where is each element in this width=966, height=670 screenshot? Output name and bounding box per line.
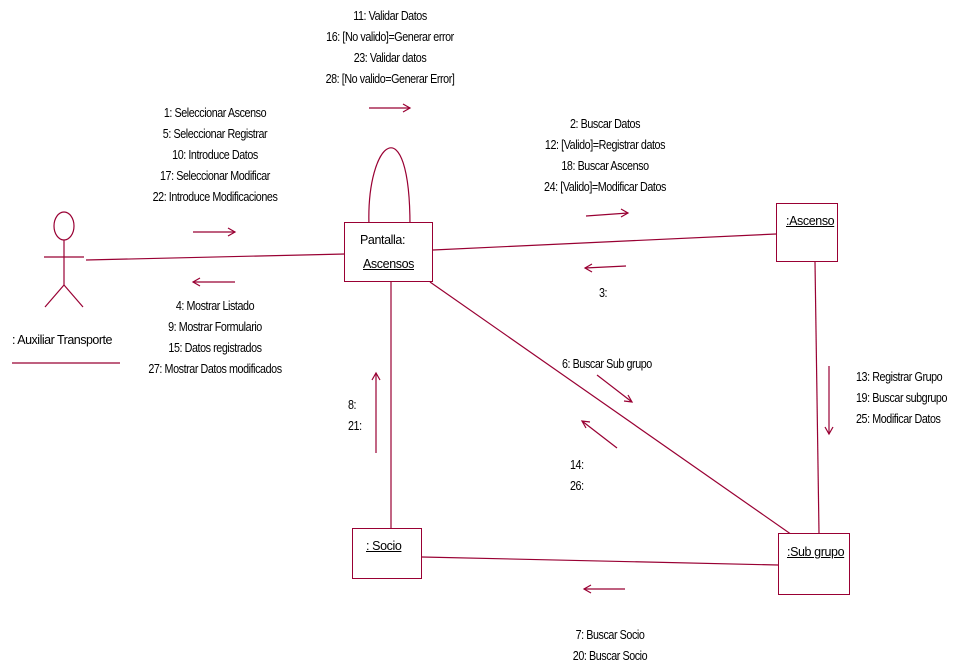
- msg-line: 22: Introduce Modificaciones: [152, 190, 278, 204]
- arrow-subgrupo-to-pantalla: [580, 420, 618, 449]
- msg-line: 26:: [570, 479, 584, 493]
- msg-pantalla-to-subgrupo: 6: Buscar Sub grupo: [562, 354, 652, 375]
- object-pantalla-label-2: Ascensos: [363, 257, 414, 271]
- msg-line: 25: Modificar Datos: [856, 412, 941, 426]
- arrow-pantalla-to-subgrupo: [596, 374, 634, 403]
- msg-line: 1: Seleccionar Ascenso: [163, 106, 267, 120]
- msg-subgrupo-to-socio: 7: Buscar Socio 20: Buscar Socio: [550, 625, 670, 667]
- msg-ascenso-to-subgrupo: 13: Registrar Grupo 19: Buscar subgrupo …: [856, 367, 947, 430]
- object-socio-label: : Socio: [366, 539, 402, 553]
- msg-line: 24: [Valido]=Modificar Datos: [544, 180, 666, 194]
- msg-line: 12: [Valido]=Registrar datos: [544, 138, 666, 152]
- msg-line: 3:: [599, 286, 608, 300]
- msg-actor-to-pantalla: 1: Seleccionar Ascenso 5: Seleccionar Re…: [142, 103, 288, 208]
- msg-ascenso-to-pantalla: 3:: [599, 283, 608, 304]
- object-ascenso: :Ascenso: [776, 203, 838, 262]
- msg-line: 5: Seleccionar Registrar: [162, 127, 268, 141]
- msg-line: 13: Registrar Grupo: [856, 370, 943, 384]
- msg-line: 27: Mostrar Datos modificados: [148, 362, 282, 376]
- msg-line: 19: Buscar subgrupo: [856, 391, 948, 405]
- msg-line: 21:: [348, 419, 362, 433]
- msg-line: 18: Buscar Ascenso: [561, 159, 649, 173]
- arrow-socio-to-pantalla: [371, 371, 381, 453]
- object-subgrupo: :Sub grupo: [778, 533, 850, 595]
- msg-line: 16: [No valido]=Generar error: [326, 30, 454, 44]
- link-ascenso-subgrupo: [814, 261, 820, 534]
- arrow-pantalla-to-actor: [191, 277, 235, 287]
- msg-line: 2: Buscar Datos: [569, 117, 641, 131]
- link-pantalla-subgrupo: [429, 281, 796, 538]
- link-pantalla-ascenso: [432, 233, 777, 251]
- object-pantalla-ascensos: Pantalla: Ascensos: [344, 222, 433, 282]
- object-subgrupo-label: :Sub grupo: [787, 545, 845, 559]
- link-socio-subgrupo: [421, 556, 779, 566]
- msg-self-loop: 11: Validar Datos 16: [No valido]=Genera…: [304, 6, 476, 90]
- msg-line: 14:: [570, 458, 584, 472]
- msg-line: 8:: [348, 398, 357, 412]
- object-pantalla-label-1: Pantalla:: [360, 233, 406, 247]
- msg-line: 6: Buscar Sub grupo: [562, 357, 652, 371]
- msg-subgrupo-to-pantalla: 14: 26:: [570, 455, 584, 497]
- msg-socio-to-pantalla: 8: 21:: [348, 395, 362, 437]
- msg-pantalla-to-ascenso: 2: Buscar Datos 12: [Valido]=Registrar d…: [532, 114, 678, 198]
- msg-line: 10: Introduce Datos: [172, 148, 258, 162]
- object-ascenso-label: :Ascenso: [786, 214, 835, 228]
- msg-line: 15: Datos registrados: [168, 341, 262, 355]
- actor-figure: [12, 211, 120, 364]
- object-socio: : Socio: [352, 528, 422, 579]
- arrow-pantalla-to-ascenso: [585, 208, 630, 218]
- msg-line: 20: Buscar Socio: [572, 649, 648, 663]
- msg-line: 11: Validar Datos: [353, 9, 427, 23]
- msg-line: 9: Mostrar Formulario: [168, 320, 262, 334]
- msg-line: 7: Buscar Socio: [575, 628, 645, 642]
- self-loop-pantalla: [368, 147, 411, 227]
- arrow-self-loop: [369, 103, 412, 113]
- msg-line: 28: [No valido=Generar Error]: [325, 72, 455, 86]
- actor-name: : Auxiliar Transporte: [12, 333, 112, 347]
- msg-line: 4: Mostrar Listado: [175, 299, 255, 313]
- arrow-subgrupo-to-socio: [582, 584, 625, 594]
- link-actor-pantalla: [85, 253, 346, 261]
- arrow-ascenso-to-pantalla: [583, 263, 627, 273]
- arrow-actor-to-pantalla: [193, 227, 237, 237]
- msg-line: 17: Seleccionar Modificar: [160, 169, 270, 183]
- arrow-ascenso-to-subgrupo: [824, 366, 834, 436]
- msg-pantalla-to-actor: 4: Mostrar Listado 9: Mostrar Formulario…: [142, 296, 288, 380]
- msg-line: 23: Validar datos: [353, 51, 427, 65]
